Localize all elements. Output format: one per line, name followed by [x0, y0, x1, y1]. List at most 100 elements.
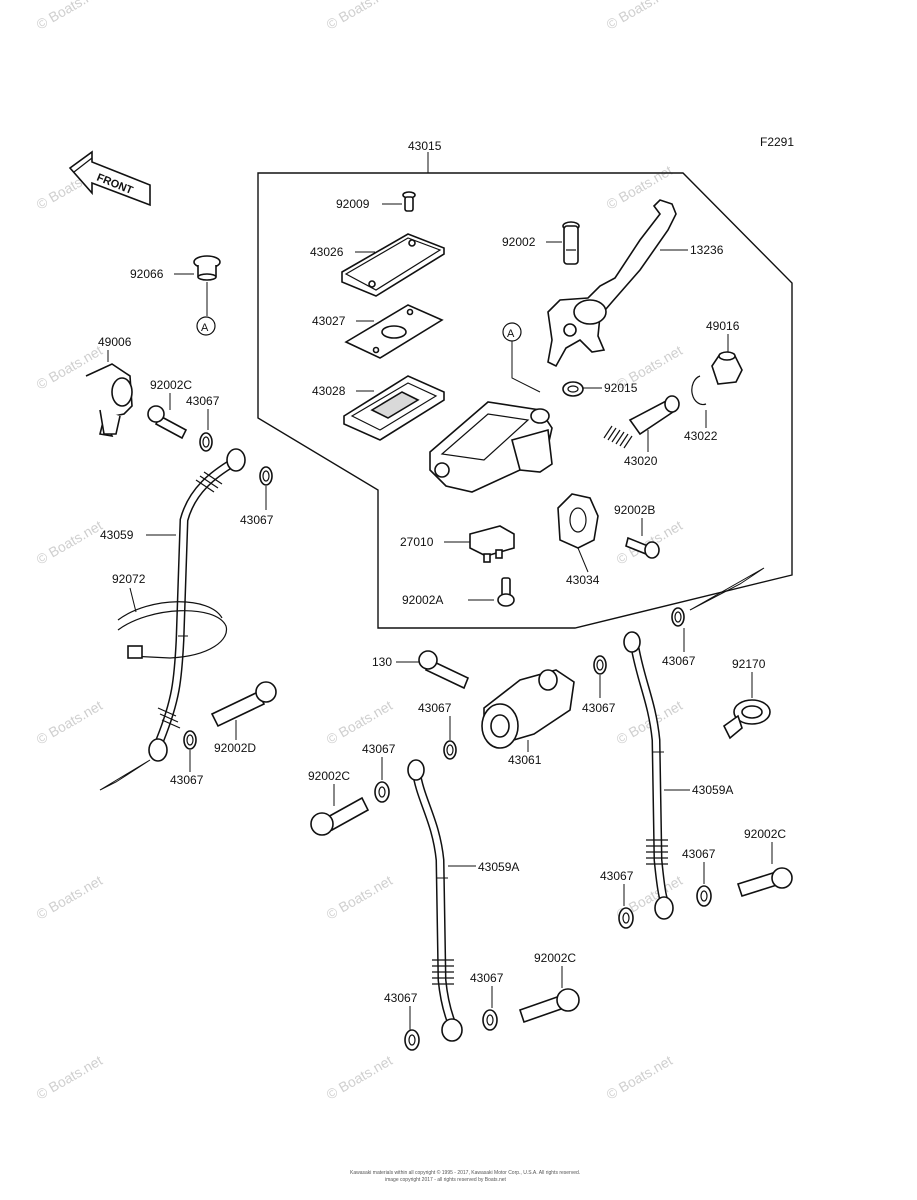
- svg-text:43067: 43067: [170, 773, 204, 787]
- part-43059a-brake-hose-right[interactable]: 43059A: [623, 631, 733, 920]
- svg-text:Kawasaki materials within all: Kawasaki materials within all copyright …: [350, 1169, 580, 1176]
- part-92066-cap[interactable]: 92066: [130, 255, 221, 316]
- part-49006-boot[interactable]: 49006: [85, 335, 133, 438]
- part-92009-screw[interactable]: 92009: [336, 191, 416, 212]
- part-27010-brake-switch[interactable]: 27010: [400, 525, 515, 563]
- part-43022-circlip[interactable]: 43022: [684, 375, 718, 443]
- part-43067-washer-d[interactable]: 43067: [418, 701, 457, 760]
- svg-text:49006: 49006: [98, 335, 132, 349]
- part-43067-washer-f[interactable]: 43067: [662, 607, 696, 668]
- svg-text:43067: 43067: [582, 701, 616, 715]
- part-43034-holder[interactable]: 43034: [557, 493, 600, 587]
- reference-mark-a-upper: A: [502, 322, 541, 393]
- part-43059-brake-hose-left[interactable]: 43059: [100, 448, 246, 762]
- svg-text:A: A: [507, 328, 515, 340]
- figure-code: F2291: [760, 135, 794, 149]
- part-92002c-bolt-mid[interactable]: 92002C: [308, 769, 370, 836]
- part-49016-boot[interactable]: 49016: [706, 319, 743, 385]
- svg-text:43020: 43020: [624, 454, 658, 468]
- part-43067-washer-c[interactable]: 43067: [170, 730, 204, 787]
- part-130-bolt[interactable]: 130: [372, 650, 470, 690]
- part-92002c-bolt-right[interactable]: 92002C: [736, 827, 793, 897]
- part-43067-washer-e[interactable]: 43067: [582, 655, 616, 715]
- svg-text:130: 130: [372, 655, 392, 669]
- footer-copyright: Kawasaki materials within all copyright …: [350, 1169, 580, 1183]
- part-92002b-bolt[interactable]: 92002B: [614, 503, 660, 559]
- svg-text:© Boats.net: © Boats.net: [34, 0, 106, 33]
- svg-text:43067: 43067: [682, 847, 716, 861]
- svg-text:92002C: 92002C: [744, 827, 786, 841]
- svg-text:© Boats.net: © Boats.net: [604, 0, 676, 33]
- svg-text:92002C: 92002C: [534, 951, 576, 965]
- svg-text:© Boats.net: © Boats.net: [324, 872, 396, 923]
- svg-text:49016: 49016: [706, 319, 740, 333]
- svg-text:92015: 92015: [604, 381, 638, 395]
- svg-text:92072: 92072: [112, 572, 146, 586]
- svg-text:43059A: 43059A: [478, 860, 519, 874]
- svg-text:43067: 43067: [600, 869, 634, 883]
- part-43067-washer-k[interactable]: 43067: [600, 869, 634, 929]
- svg-text:43026: 43026: [310, 245, 344, 259]
- assembly-frame-43015: 43015: [257, 139, 793, 629]
- part-43067-washer-h[interactable]: 43067: [384, 991, 420, 1051]
- svg-text:image copyright 2017 - all rig: image copyright 2017 - all rights reserv…: [385, 1177, 507, 1183]
- part-92002c-bolt-left[interactable]: 92002C: [147, 378, 192, 440]
- svg-text:43028: 43028: [312, 384, 346, 398]
- svg-text:43015: 43015: [408, 139, 442, 153]
- part-92002a-screw[interactable]: 92002A: [402, 577, 515, 607]
- svg-text:© Boats.net: © Boats.net: [34, 1052, 106, 1103]
- svg-text:92002C: 92002C: [150, 378, 192, 392]
- svg-text:43067: 43067: [362, 742, 396, 756]
- svg-text:92002C: 92002C: [308, 769, 350, 783]
- svg-text:© Boats.net: © Boats.net: [34, 872, 106, 923]
- reference-mark-a-lower: A: [196, 316, 216, 336]
- svg-text:© Boats.net: © Boats.net: [34, 517, 106, 568]
- svg-text:43067: 43067: [470, 971, 504, 985]
- svg-text:13236: 13236: [690, 243, 724, 257]
- part-92002-pivot-bolt[interactable]: 92002: [502, 221, 580, 265]
- part-43027-plate[interactable]: 43027: [312, 304, 444, 359]
- part-92170-clamp[interactable]: 92170: [722, 657, 771, 740]
- part-92015-nut[interactable]: 92015: [562, 381, 638, 397]
- part-43067-washer-i[interactable]: 43067: [470, 971, 504, 1031]
- svg-text:92002D: 92002D: [214, 741, 256, 755]
- front-arrow-icon: FRONT: [68, 150, 151, 207]
- svg-text:A: A: [201, 322, 209, 334]
- part-43067-washer-l[interactable]: 43067: [682, 847, 716, 907]
- part-43059a-brake-hose-mid[interactable]: 43059A: [407, 759, 519, 1042]
- part-43067-washer-a[interactable]: 43067: [186, 394, 220, 452]
- svg-text:92002: 92002: [502, 235, 536, 249]
- part-43067-washer-g[interactable]: 43067: [362, 742, 396, 803]
- part-43028-diaphragm[interactable]: 43028: [312, 375, 445, 441]
- watermark-layer: © Boats.net © Boats.net © Boats.net © Bo…: [34, 0, 686, 1103]
- part-13236-brake-lever[interactable]: 13236: [547, 199, 724, 368]
- svg-text:© Boats.net: © Boats.net: [324, 1052, 396, 1103]
- svg-text:43027: 43027: [312, 314, 346, 328]
- part-92002c-bolt-bottom[interactable]: 92002C: [518, 951, 580, 1024]
- svg-text:43034: 43034: [566, 573, 600, 587]
- svg-text:27010: 27010: [400, 535, 434, 549]
- svg-text:© Boats.net: © Boats.net: [34, 697, 106, 748]
- part-43067-washer-b[interactable]: 43067: [240, 466, 274, 527]
- svg-text:43067: 43067: [186, 394, 220, 408]
- svg-text:43067: 43067: [240, 513, 274, 527]
- svg-text:© Boats.net: © Boats.net: [324, 0, 396, 33]
- svg-text:92066: 92066: [130, 267, 164, 281]
- svg-text:43059: 43059: [100, 528, 134, 542]
- svg-text:© Boats.net: © Boats.net: [604, 1052, 676, 1103]
- svg-text:92009: 92009: [336, 197, 370, 211]
- part-92002d-bolt[interactable]: 92002D: [210, 681, 277, 755]
- part-43061-joint[interactable]: 43061: [481, 669, 575, 767]
- svg-text:43022: 43022: [684, 429, 718, 443]
- svg-text:43059A: 43059A: [692, 783, 733, 797]
- svg-text:43067: 43067: [384, 991, 418, 1005]
- part-43020-piston-kit[interactable]: 43020: [603, 395, 680, 468]
- part-43026-reservoir-cap[interactable]: 43026: [310, 233, 445, 297]
- part-92072-clamp[interactable]: 92072: [112, 572, 228, 659]
- svg-text:92170: 92170: [732, 657, 766, 671]
- part-master-cylinder-body: [429, 401, 553, 493]
- svg-text:92002A: 92002A: [402, 593, 443, 607]
- svg-text:43061: 43061: [508, 753, 542, 767]
- svg-text:92002B: 92002B: [614, 503, 655, 517]
